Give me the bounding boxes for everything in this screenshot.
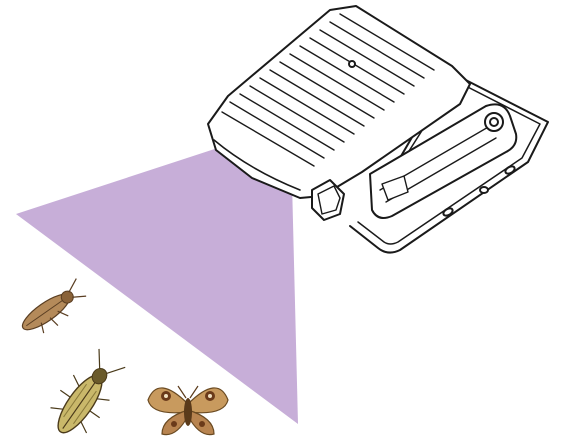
heat-sink-fins	[221, 13, 435, 167]
beetle-insect	[50, 348, 126, 434]
light-beam	[16, 142, 298, 424]
heat-sink-housing	[207, 5, 471, 199]
cable-gland	[311, 179, 345, 221]
moth-insect	[147, 385, 229, 436]
driver-housing	[369, 103, 518, 219]
leafhopper-insect	[21, 278, 87, 334]
floodlight-fixture	[207, 5, 549, 254]
